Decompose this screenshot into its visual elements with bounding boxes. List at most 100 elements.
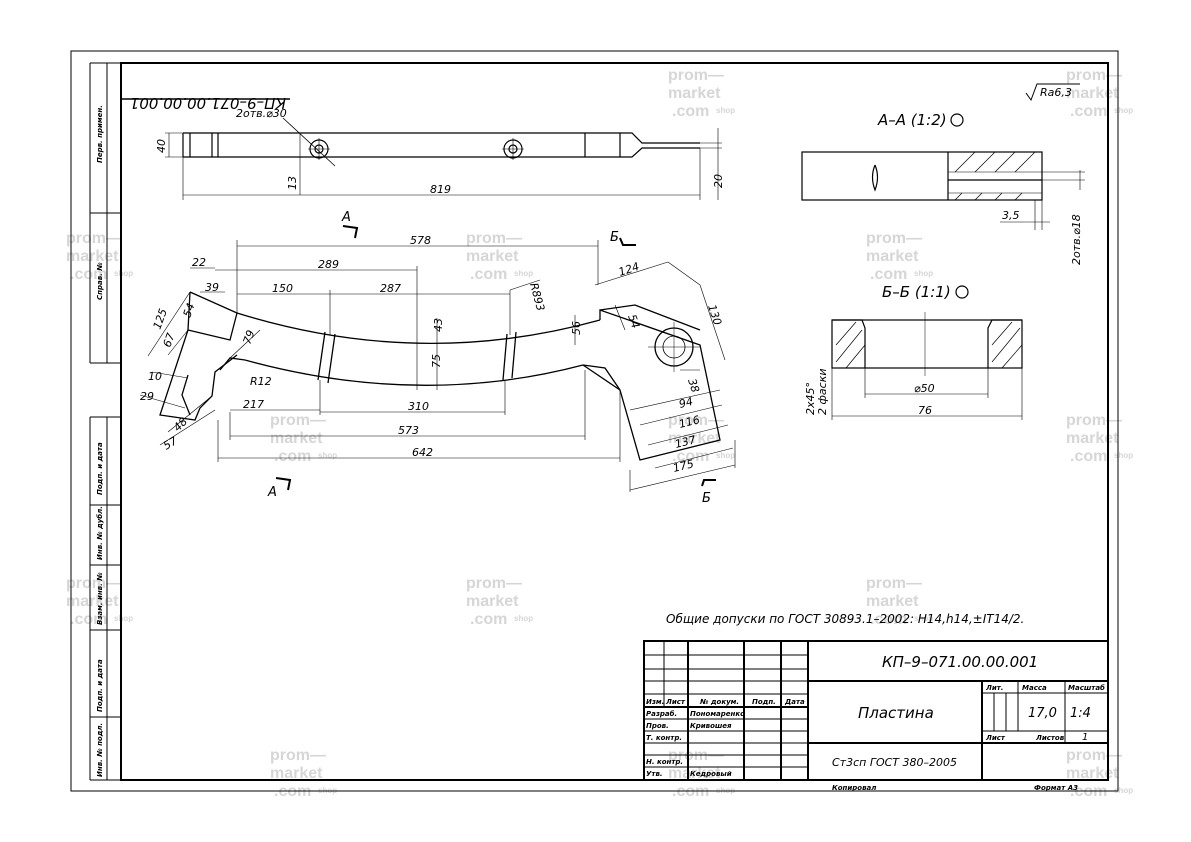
watermark-shop: shop <box>514 269 533 278</box>
dim-79: 79 <box>241 328 258 346</box>
role-approver: Утв. <box>646 770 663 778</box>
dim-chamfer-note: 2 фаски <box>816 369 829 415</box>
cut-markers <box>275 225 716 491</box>
title-sheets-total: 1 <box>1082 732 1088 743</box>
side-label-sign-date-1: Подп. и дата <box>96 442 104 495</box>
watermark-shop: shop <box>1114 106 1133 115</box>
title-block-text: КП–9–071.00.00.001 Пластина Ст3сп ГОСТ 3… <box>646 653 1105 778</box>
top-view-dims: 2отв.⌀30 40 13 819 20 <box>155 107 725 196</box>
dim-chamfer: 2x45° <box>804 382 817 415</box>
cut-b-bottom: Б <box>702 491 711 506</box>
watermark-shop: shop <box>716 451 735 460</box>
dim-20: 20 <box>712 174 725 188</box>
watermark-shop: shop <box>914 269 933 278</box>
watermark-text: prom— <box>66 575 122 592</box>
label-lit: Лит. <box>985 684 1003 692</box>
side-label-first-use: Перв. примен. <box>96 105 104 163</box>
section-bb-labels: Б–Б (1:1) ⌀50 76 2x45° 2 фаски <box>804 283 951 417</box>
watermark-text: market <box>668 765 721 782</box>
section-aa-labels: А–А (1:2) 3,5 2отв.⌀18 <box>877 111 1083 265</box>
label-sheet: Лист <box>985 734 1006 742</box>
dim-29: 29 <box>140 390 154 403</box>
name-approver: Кедровый <box>690 770 732 778</box>
dim-94: 94 <box>678 395 695 411</box>
title-block <box>643 640 1109 781</box>
cut-labels: А А Б Б <box>267 210 711 506</box>
watermark-text: .com <box>70 266 107 283</box>
dim-642: 642 <box>412 446 433 459</box>
title-doc-code: КП–9–071.00.00.001 <box>882 653 1038 671</box>
col-header-date: Дата <box>784 698 805 706</box>
dim-67: 67 <box>161 331 178 349</box>
watermark-shop: shop <box>114 614 133 623</box>
cut-a-bottom: А <box>267 485 277 500</box>
watermark-text: prom— <box>466 230 522 247</box>
watermark-text: prom— <box>1066 747 1122 764</box>
watermark-text: prom— <box>866 230 922 247</box>
dim-10: 10 <box>148 370 162 383</box>
watermark-text: market <box>866 593 919 610</box>
copied-label: Копировал <box>832 784 876 792</box>
main-view-dimlines <box>139 240 736 492</box>
label-mass: Масса <box>1022 684 1047 692</box>
dim-22: 22 <box>192 256 206 269</box>
col-header-list: Лист <box>665 698 686 706</box>
watermark-text: .com <box>274 448 311 465</box>
side-column-labels: Перв. примен. Справ. № Подп. и дата Инв.… <box>96 105 104 777</box>
watermark-shop: shop <box>1114 451 1133 460</box>
dim-54b: 54 <box>625 313 642 331</box>
watermark-text: prom— <box>1066 412 1122 429</box>
role-norm-control: Н. контр. <box>646 758 683 766</box>
watermark-text: prom— <box>866 575 922 592</box>
watermark-shop: shop <box>114 269 133 278</box>
dim-819: 819 <box>430 183 451 196</box>
watermark-text: .com <box>470 611 507 628</box>
watermark-text: prom— <box>466 575 522 592</box>
top-view <box>165 117 722 200</box>
role-developer: Разраб. <box>646 710 677 718</box>
dim-13: 13 <box>286 176 299 190</box>
side-columns <box>89 62 121 781</box>
watermark-shop: shop <box>1114 786 1133 795</box>
section-aa-title: А–А (1:2) <box>877 111 947 129</box>
watermark-text: market <box>1066 430 1119 447</box>
watermark-text: market <box>668 85 721 102</box>
dim-54a: 54 <box>181 301 198 319</box>
watermark-text: market <box>270 765 323 782</box>
watermark-shop: shop <box>318 451 337 460</box>
watermark-text: market <box>66 593 119 610</box>
dim-175: 175 <box>672 457 696 475</box>
side-label-repl-inv: Взам. инв. № <box>96 572 104 625</box>
name-checker: Кривошея <box>690 722 732 730</box>
side-label-ref-no: Справ. № <box>96 262 104 300</box>
title-material: Ст3сп ГОСТ 380–2005 <box>832 756 957 769</box>
watermark-text: .com <box>870 611 907 628</box>
dim-R12: R12 <box>250 375 272 388</box>
role-checker: Пров. <box>646 722 669 730</box>
watermark-text: .com <box>672 448 709 465</box>
watermark-text: market <box>1066 765 1119 782</box>
dim-R893: R893 <box>527 281 547 312</box>
watermark-text: prom— <box>66 230 122 247</box>
title-scale: 1:4 <box>1070 706 1091 721</box>
cut-a-top: А <box>341 210 351 225</box>
dim-150: 150 <box>272 282 293 295</box>
dim-124: 124 <box>617 260 641 279</box>
role-tech-control: Т. контр. <box>646 734 682 742</box>
watermark-text: prom— <box>668 412 724 429</box>
watermark-text: prom— <box>270 412 326 429</box>
dim-40: 40 <box>155 139 168 153</box>
label-scale: Масштаб <box>1068 684 1105 692</box>
dim-holes-18: 2отв.⌀18 <box>1070 214 1083 265</box>
doc-code-mirrored: КП–9–071.00.00.001 <box>130 94 286 112</box>
side-label-dup-inv: Инв. № дубл. <box>96 506 104 560</box>
format-label: Формат А3 <box>1034 784 1078 792</box>
dim-57: 57 <box>161 434 180 452</box>
mirrored-code-box: КП–9–071.00.00.001 <box>121 94 290 112</box>
name-developer: Пономаренко <box>690 710 745 718</box>
label-sheets: Листов <box>1035 734 1065 742</box>
dim-3-5: 3,5 <box>1002 209 1020 222</box>
dim-75: 75 <box>430 354 443 368</box>
cut-b-top: Б <box>610 230 619 245</box>
